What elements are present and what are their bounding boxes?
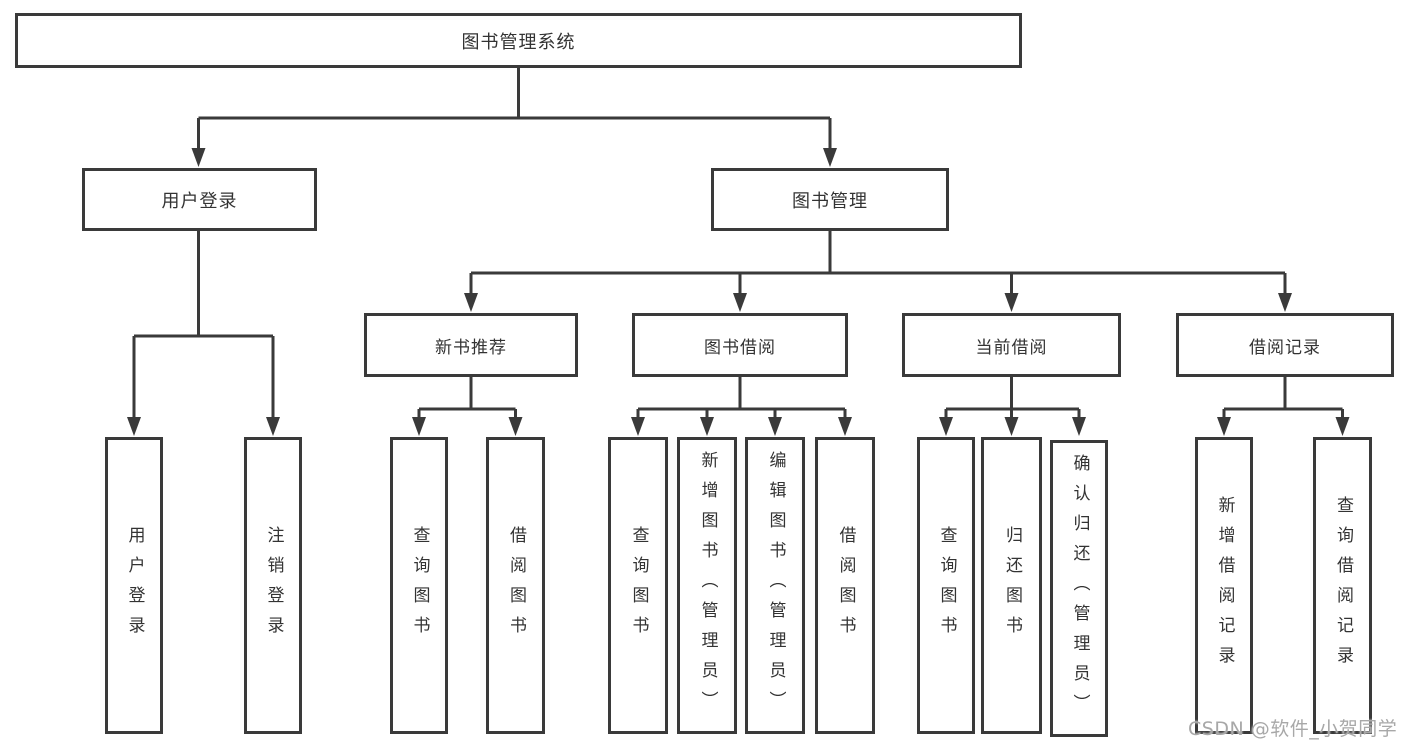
leaf-current-confirm-return-admin-label: 确认归还（管理员） [1069,453,1090,724]
leaf-logout: 注销登录 [244,437,302,734]
node-current-borrowing: 当前借阅 [902,313,1121,377]
leaf-recommend-borrow-books-label: 借阅图书 [506,525,526,646]
node-user-login: 用户登录 [82,168,317,231]
node-new-book-recommendation-label: 新书推荐 [435,337,507,358]
node-library-management-system-label: 图书管理系统 [461,31,576,53]
leaf-current-query-books: 查询图书 [917,437,975,734]
node-user-login-label: 用户登录 [161,190,238,212]
watermark: CSDN @软件_小贺同学 [1188,718,1398,740]
node-book-borrowing-label: 图书借阅 [704,337,776,358]
node-book-management-label: 图书管理 [792,190,868,212]
node-new-book-recommendation: 新书推荐 [364,313,578,377]
leaf-recommend-query-books-label: 查询图书 [409,525,430,646]
leaf-user-login: 用户登录 [105,437,163,734]
leaf-records-add-borrow-record-label: 新增借阅记录 [1214,495,1235,676]
node-library-management-system: 图书管理系统 [15,13,1022,68]
connector-book-management-to-level3 [464,231,1292,312]
leaf-records-query-borrow-record-label: 查询借阅记录 [1333,495,1353,676]
connector-user-login-to-leaves [127,231,280,436]
node-current-borrowing-label: 当前借阅 [975,337,1048,358]
leaf-borrowing-add-books-admin-label: 新增图书（管理员） [697,450,718,721]
leaf-borrowing-query-books-label: 查询图书 [628,525,649,646]
leaf-records-add-borrow-record: 新增借阅记录 [1195,437,1253,734]
leaf-recommend-query-books: 查询图书 [390,437,448,734]
leaf-current-return-books-label: 归还图书 [1002,525,1022,646]
leaf-records-query-borrow-record: 查询借阅记录 [1313,437,1372,734]
node-book-management: 图书管理 [711,168,949,231]
node-borrowing-records: 借阅记录 [1176,313,1394,377]
node-book-borrowing: 图书借阅 [632,313,848,377]
leaf-borrowing-edit-books-admin: 编辑图书（管理员） [745,437,805,734]
leaf-user-login-label: 用户登录 [124,525,145,646]
connector-records-to-leaves [1217,377,1350,436]
leaf-current-query-books-label: 查询图书 [936,525,957,646]
leaf-borrowing-add-books-admin: 新增图书（管理员） [677,437,737,734]
connector-borrowing-to-leaves [631,377,852,436]
leaf-borrowing-query-books: 查询图书 [608,437,668,734]
leaf-recommend-borrow-books: 借阅图书 [486,437,545,734]
node-borrowing-records-label: 借阅记录 [1249,337,1321,358]
leaf-current-return-books: 归还图书 [981,437,1042,734]
leaf-borrowing-borrow-books-label: 借阅图书 [835,525,856,646]
connector-root-to-level2 [191,68,837,167]
leaf-borrowing-edit-books-admin-label: 编辑图书（管理员） [765,450,786,721]
leaf-current-confirm-return-admin: 确认归还（管理员） [1050,440,1108,737]
leaf-borrowing-borrow-books: 借阅图书 [815,437,875,734]
connector-current-to-leaves [939,377,1086,436]
leaf-logout-label: 注销登录 [263,525,284,646]
connector-recommendation-to-leaves [412,377,523,436]
